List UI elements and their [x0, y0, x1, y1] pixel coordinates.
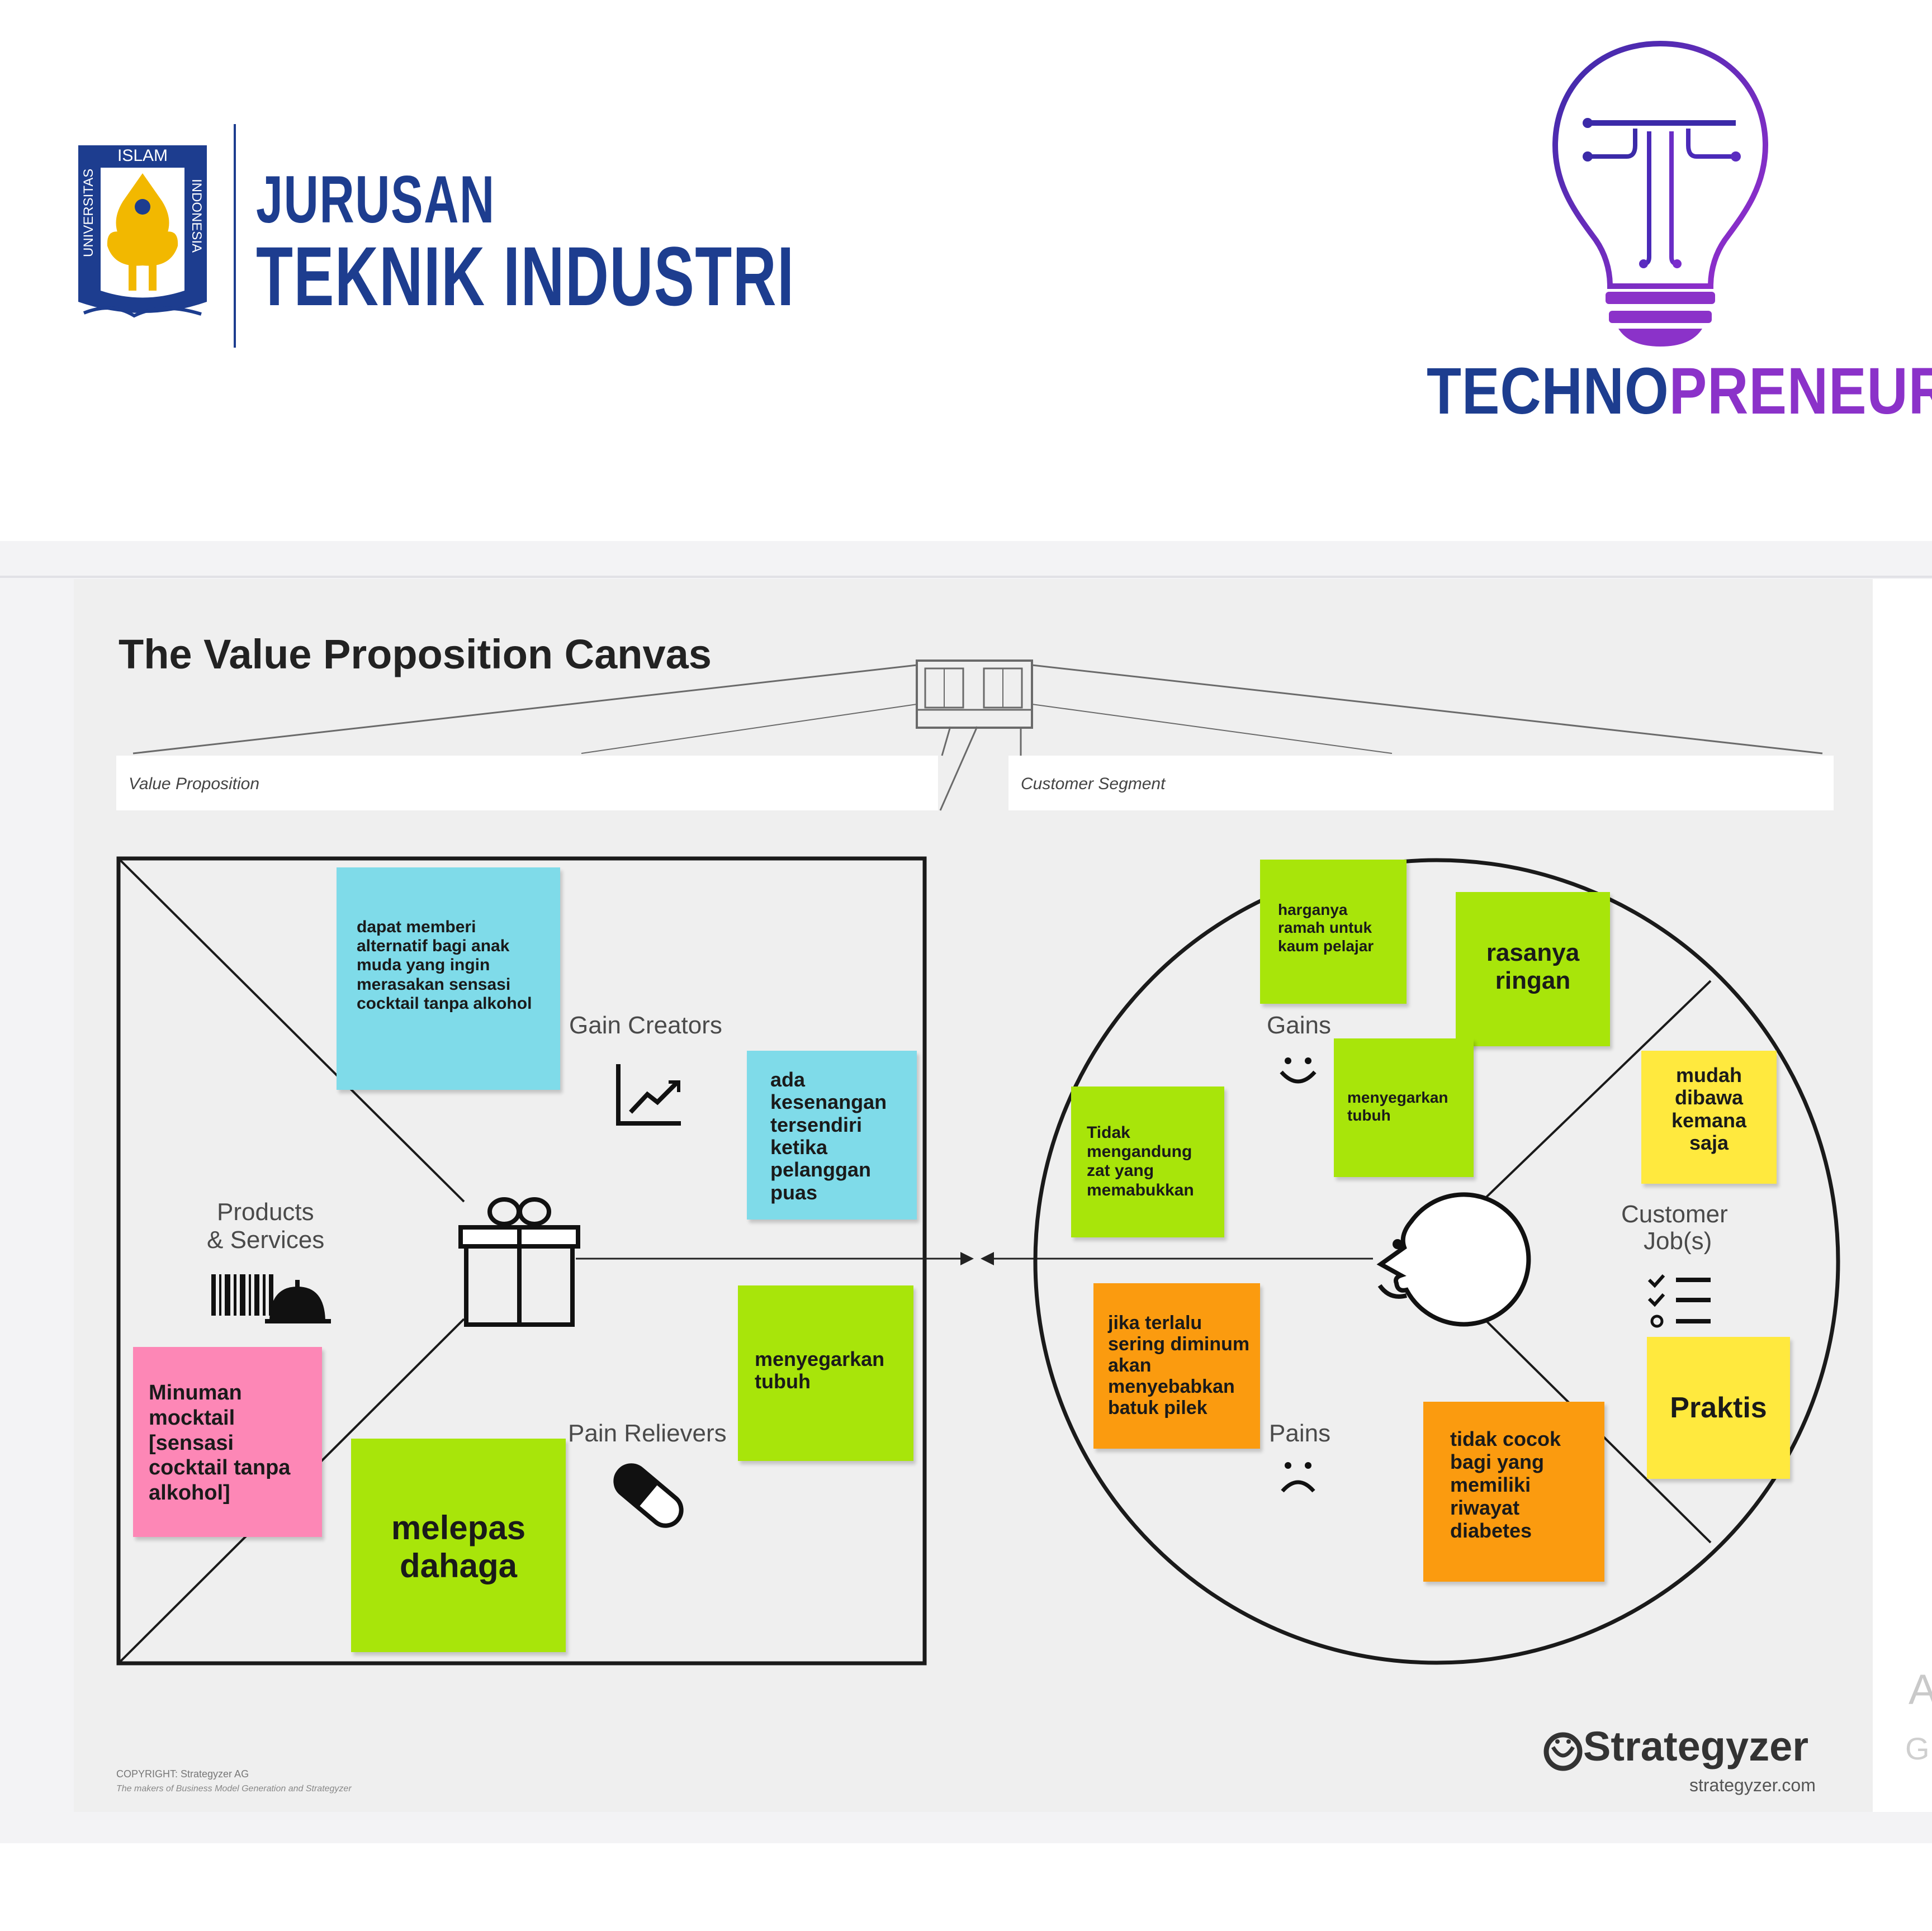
brand-part1: TECHNO: [1427, 354, 1669, 428]
lightbulb-icon: [1552, 40, 1769, 347]
gain-creators-label: Gain Creators: [569, 1012, 722, 1039]
strategyzer-url[interactable]: strategyzer.com: [1689, 1775, 1816, 1795]
pain-relievers-label: Pain Relievers: [568, 1420, 727, 1447]
department-line1: JURUSAN: [256, 162, 495, 237]
sticky-note-gain-4: Tidak mengandung zat yang memabukkan: [1071, 1087, 1224, 1237]
sticky-note-product-1: Minuman mocktail [sensasi cocktail tanpa…: [133, 1347, 322, 1537]
fit-arrows: [576, 1252, 1373, 1265]
customer-jobs-label-line1: Customer: [1621, 1201, 1728, 1228]
sticky-note-job-1: mudah dibawa kemana saja: [1641, 1051, 1777, 1184]
chart-up-icon: [616, 1064, 681, 1126]
department-line2: TEKNIK INDUSTRI: [256, 229, 795, 323]
strategyzer-wordmark: Strategyzer: [1542, 1723, 1808, 1770]
gift-icon: [458, 1197, 580, 1327]
uii-logo-top-text: ISLAM: [117, 146, 168, 165]
value-proposition-label: Value Proposition: [129, 775, 260, 793]
gains-label: Gains: [1267, 1012, 1331, 1039]
sticky-note-pain-reliever-1: melepas dahaga: [351, 1439, 566, 1652]
customer-face-icon: [1376, 1192, 1531, 1327]
sticky-note-job-2: Praktis: [1647, 1337, 1790, 1479]
barcode-bell-icon: [211, 1274, 331, 1323]
uii-logo-left-text: UNIVERSITAS: [81, 169, 96, 257]
sticky-note-gain-2: rasanya ringan: [1456, 892, 1610, 1046]
pains-label: Pains: [1269, 1420, 1331, 1447]
uii-logo-right-text: INDONESIA: [189, 179, 204, 253]
customer-jobs-label-line2: Job(s): [1644, 1227, 1712, 1255]
sticky-note-gain-creator-2: ada kesenangan tersendiri ketika pelangg…: [747, 1051, 917, 1220]
value-proposition-bar: Value Proposition: [116, 756, 938, 810]
smiley-icon: [1280, 1057, 1317, 1084]
brand-part2: PRENEUR: [1669, 354, 1932, 428]
sticky-note-gain-creator-1: dapat memberi alternatif bagi anak muda …: [337, 867, 560, 1090]
customer-segment-bar: Customer Segment: [1008, 756, 1834, 810]
sticky-note-gain-1: harganya ramah untuk kaum pelajar: [1260, 860, 1407, 1004]
canvas-title: The Value Proposition Canvas: [119, 631, 712, 677]
side-clip-letter-2: G: [1905, 1731, 1930, 1766]
header-divider: [234, 124, 236, 348]
side-clip-strip: [1873, 579, 1932, 1812]
checklist-icon: [1647, 1274, 1711, 1328]
pill-icon: [613, 1463, 684, 1528]
frown-icon: [1281, 1462, 1315, 1493]
products-label-line2: & Services: [207, 1226, 325, 1254]
technopreneur-wordmark: TECHNOPRENEUR: [1427, 353, 1932, 429]
products-label-line1: Products: [217, 1198, 314, 1226]
copyright-tagline: The makers of Business Model Generation …: [116, 1784, 352, 1794]
side-clip-letter-1: A: [1909, 1666, 1932, 1714]
copyright-text: COPYRIGHT: Strategyzer AG: [116, 1768, 249, 1780]
sticky-note-pain-reliever-2: menyegarkan tubuh: [738, 1285, 913, 1461]
sticky-note-pain-2: tidak cocok bagi yang memiliki riwayat d…: [1423, 1402, 1604, 1582]
canvas-thumbnail-icon: [132, 660, 1823, 811]
customer-segment-label: Customer Segment: [1021, 775, 1166, 793]
sticky-note-gain-3: menyegarkan tubuh: [1334, 1038, 1474, 1177]
canvas-top-rule: [0, 576, 1932, 578]
strategyzer-brand: Strategyzer: [1583, 1723, 1809, 1769]
uii-logo: ISLAM UNIVERSITAS INDONESIA: [78, 145, 207, 318]
strategyzer-logo-icon: [1543, 1732, 1583, 1771]
sticky-note-pain-1: jika terlalu sering diminum akan menyeba…: [1093, 1283, 1260, 1449]
